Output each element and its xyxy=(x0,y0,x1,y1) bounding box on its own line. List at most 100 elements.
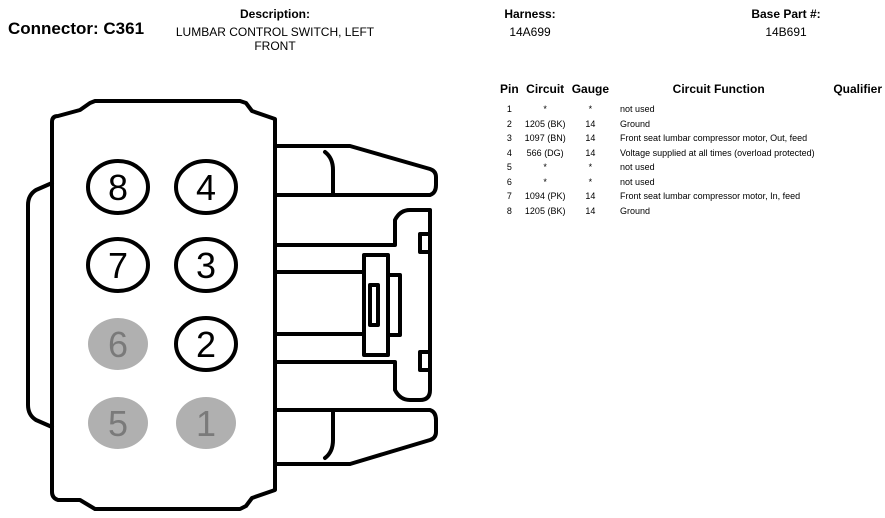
lock-lower-tab xyxy=(418,350,432,372)
upper-bar xyxy=(273,193,397,247)
lock-outer xyxy=(393,208,432,402)
gauge-cell: * xyxy=(588,176,593,187)
lock-upper-tab xyxy=(418,232,432,254)
circuit-cell: 1094 (PK) xyxy=(524,191,566,202)
pin-cell: 1 xyxy=(506,104,512,115)
lower-ramp xyxy=(273,408,438,466)
pin-cavity-5: 5 xyxy=(88,397,148,449)
upper-ramp xyxy=(273,144,438,197)
pin-table-row: 2 1205 (BK) 14 Ground xyxy=(497,117,885,132)
pin-number-label: 7 xyxy=(108,245,128,286)
base-part-heading: Base Part #: xyxy=(751,7,821,21)
lower-bar xyxy=(273,360,397,374)
pin-number-label: 3 xyxy=(196,245,216,286)
pin-cell: 3 xyxy=(506,133,512,144)
pin-circle xyxy=(174,237,238,293)
pin-cavity-8: 8 xyxy=(86,159,150,215)
connector-title: Connector: C361 xyxy=(8,19,145,38)
pin-number-label: 5 xyxy=(108,403,128,444)
qualifier-cell xyxy=(825,160,885,175)
connector-housing xyxy=(26,99,438,511)
qualifier-cell xyxy=(825,117,885,132)
pin-number-label: 8 xyxy=(108,167,128,208)
circuit-cell: 566 (DG) xyxy=(526,147,564,158)
pin-column-header: Pin xyxy=(500,82,519,96)
gauge-cell: 14 xyxy=(585,205,596,216)
circuit-cell: * xyxy=(543,104,547,115)
pin-circle xyxy=(86,237,150,293)
qualifier-cell xyxy=(825,189,885,204)
pin-cavity-2: 2 xyxy=(174,316,238,372)
circuit-column-header: Circuit xyxy=(526,82,565,96)
pin-table: Pin Circuit Gauge Circuit Function Quali… xyxy=(497,82,885,218)
pin-table-row: 8 1205 (BK) 14 Ground xyxy=(497,204,885,219)
pin-table-row: 1 * * not used xyxy=(497,102,885,117)
function-cell: Front seat lumbar compressor motor, Out,… xyxy=(620,133,808,144)
qualifier-cell xyxy=(825,204,885,219)
pin-circle xyxy=(174,316,238,372)
description-heading: Description: xyxy=(239,7,310,21)
circuit-cell: * xyxy=(543,162,547,173)
left-latch xyxy=(26,181,54,429)
lock-tongue-inner xyxy=(368,283,380,327)
function-cell: not used xyxy=(620,176,655,187)
pin-cell: 8 xyxy=(506,205,512,216)
pin-number-label: 2 xyxy=(196,324,216,365)
function-cell: not used xyxy=(620,162,655,173)
pin-table-row: 5 * * not used xyxy=(497,160,885,175)
function-column-header: Circuit Function xyxy=(672,82,765,96)
pin-cavity-6: 6 xyxy=(88,318,148,370)
gauge-cell: 14 xyxy=(585,191,596,202)
pin-cavity-1: 1 xyxy=(176,397,236,449)
gauge-cell: 14 xyxy=(585,147,596,158)
qualifier-cell xyxy=(825,102,885,117)
function-cell: Ground xyxy=(620,118,651,129)
description-value: LUMBAR CONTROL SWITCH, LEFT FRONT xyxy=(160,25,390,53)
pin-cell: 7 xyxy=(506,191,512,202)
pin-circle xyxy=(86,159,150,215)
description-line-2: FRONT xyxy=(254,39,296,53)
harness-value: 14A699 xyxy=(509,25,551,39)
circuit-cell: 1205 (BK) xyxy=(524,118,566,129)
base-part-value: 14B691 xyxy=(765,25,807,39)
pin-table-header: Pin Circuit Gauge Circuit Function Quali… xyxy=(497,82,885,102)
circuit-cell: * xyxy=(543,176,547,187)
harness-heading: Harness: xyxy=(504,7,556,21)
pin-circle xyxy=(88,397,148,449)
lock-tongue-right xyxy=(386,273,402,337)
gauge-column-header: Gauge xyxy=(571,82,610,96)
description-line-1: LUMBAR CONTROL SWITCH, LEFT xyxy=(175,25,375,39)
circuit-cell: 1097 (BN) xyxy=(524,133,566,144)
pin-cell: 6 xyxy=(506,176,512,187)
pin-grid: 8 4 7 3 6 2 5 1 xyxy=(86,159,238,449)
pin-number-label: 6 xyxy=(108,324,128,365)
pin-cell: 4 xyxy=(506,147,512,158)
circuit-cell: 1205 (BK) xyxy=(524,205,566,216)
function-cell: not used xyxy=(620,104,655,115)
pin-cavity-7: 7 xyxy=(86,237,150,293)
qualifier-cell xyxy=(825,175,885,190)
qualifier-cell xyxy=(825,146,885,161)
pin-table-row: 6 * * not used xyxy=(497,175,885,190)
gauge-cell: * xyxy=(588,162,593,173)
upper-ramp-step xyxy=(323,150,335,197)
pin-cavity-4: 4 xyxy=(174,159,238,215)
pin-table-row: 7 1094 (PK) 14 Front seat lumbar compressor… xyxy=(497,189,885,204)
pin-table-row: 3 1097 (BN) 14 Front seat lumbar compressor… xyxy=(497,131,885,146)
gauge-cell: * xyxy=(588,104,593,115)
gauge-cell: 14 xyxy=(585,118,596,129)
pin-cell: 5 xyxy=(506,162,512,173)
qualifier-cell xyxy=(825,131,885,146)
pin-number-label: 4 xyxy=(196,167,216,208)
pin-cavity-3: 3 xyxy=(174,237,238,293)
pin-cell: 2 xyxy=(506,118,512,129)
function-cell: Front seat lumbar compressor motor, In, … xyxy=(620,191,801,202)
pin-number-label: 1 xyxy=(196,403,216,444)
pin-circle xyxy=(174,159,238,215)
pin-circle xyxy=(176,397,236,449)
gauge-cell: 14 xyxy=(585,133,596,144)
function-cell: Ground xyxy=(620,205,651,216)
middle-slot xyxy=(273,270,366,336)
